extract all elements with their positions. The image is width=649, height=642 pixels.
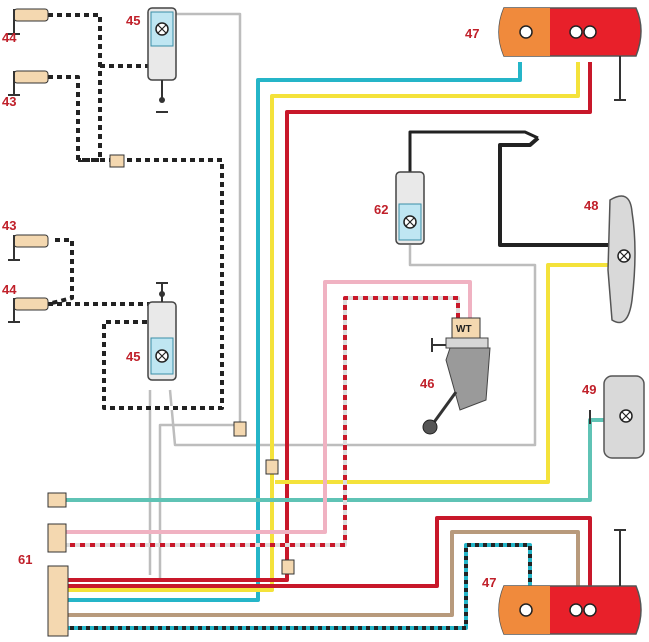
component-labels: 44 43 45 47 62 48 43 44 45 46 49 61 47 <box>2 13 598 590</box>
label-45b: 45 <box>126 349 140 364</box>
wire-cyan <box>60 62 522 602</box>
label-47a: 47 <box>465 26 479 41</box>
wire-black-48 <box>498 136 608 247</box>
connector-block <box>233 421 247 437</box>
label-62: 62 <box>374 202 388 217</box>
wire-blackwhite-group <box>47 13 224 410</box>
glovebox-lamp-62 <box>395 171 425 245</box>
label-61: 61 <box>18 552 32 567</box>
wire-gray-mid <box>168 245 537 447</box>
wire-yellow-top <box>60 62 580 592</box>
door-switch-44b <box>8 297 49 323</box>
connector-block <box>109 154 125 168</box>
connector-block <box>281 559 295 575</box>
wire-redwhite-stripe <box>60 296 460 547</box>
rear-lamp-47b <box>498 529 642 635</box>
rear-lamp-47a <box>498 7 642 101</box>
label-47b: 47 <box>482 575 496 590</box>
harness-connector-61 <box>47 492 69 637</box>
wire-red-bottom <box>60 516 592 590</box>
plate-lamp-48 <box>607 195 636 324</box>
wire-brown-bottom <box>60 530 580 617</box>
connector-group <box>47 154 295 637</box>
wire-black-62 <box>408 130 539 180</box>
wire-yellow-48 <box>275 263 610 484</box>
trunk-lamp-49 <box>589 375 645 459</box>
wire-cyanblack-stripe <box>60 543 532 630</box>
label-45a: 45 <box>126 13 140 28</box>
label-43b: 43 <box>2 218 16 233</box>
label-48: 48 <box>584 198 598 213</box>
door-switch-44a <box>8 8 49 35</box>
door-switch-43a <box>8 70 49 96</box>
label-44a: 44 <box>2 30 17 45</box>
wire-red-top <box>60 62 592 582</box>
label-49: 49 <box>582 382 596 397</box>
courtesy-lamp-45b <box>147 282 177 381</box>
sender-marking: WT <box>456 324 472 335</box>
wire-pink <box>60 280 472 534</box>
label-43a: 43 <box>2 94 16 109</box>
fuel-sender-46: WT <box>422 317 491 435</box>
label-46: 46 <box>420 376 434 391</box>
wire-teal-49 <box>60 418 610 502</box>
connector-block <box>265 459 279 475</box>
door-switch-43b <box>8 234 49 261</box>
label-44b: 44 <box>2 282 17 297</box>
courtesy-lamp-45a <box>147 7 177 113</box>
door-switch-group <box>8 8 49 323</box>
wire-group <box>47 12 610 630</box>
